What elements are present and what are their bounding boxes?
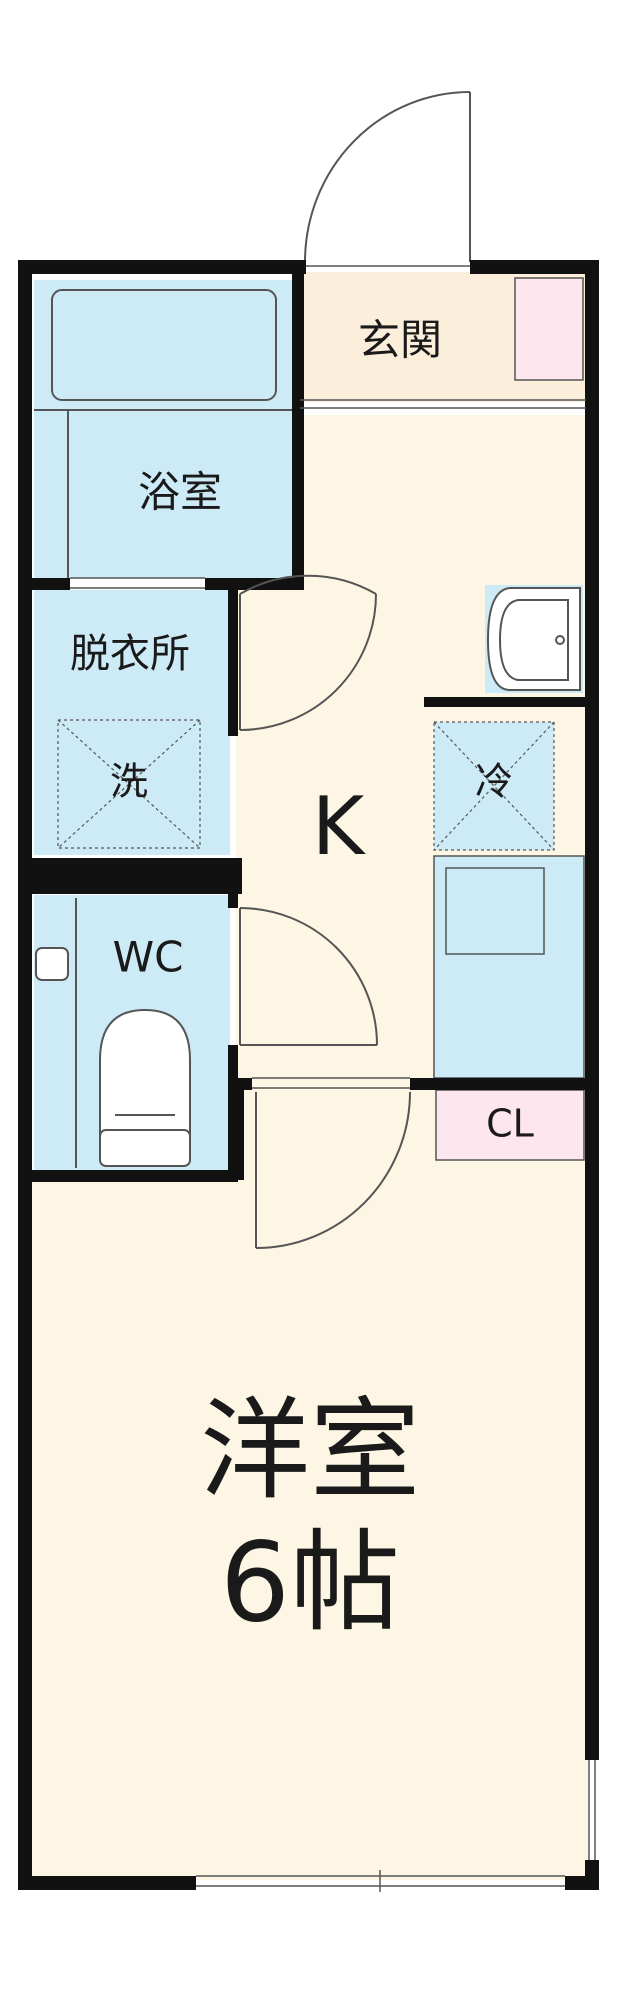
label-closet: CL xyxy=(486,1102,534,1146)
entrance-door xyxy=(304,91,471,263)
closet-floor xyxy=(435,1089,585,1161)
toilet-fixture xyxy=(35,898,191,1168)
label-kitchen: K xyxy=(312,780,367,873)
fridge-outline xyxy=(433,721,555,851)
label-western-room: 洋室 xyxy=(200,1386,420,1514)
western-room-floor xyxy=(28,1180,588,1880)
washer-space xyxy=(57,719,201,849)
label-washer: 洗 xyxy=(110,760,148,804)
label-dressing-room: 脱衣所 xyxy=(70,631,190,677)
bathtub xyxy=(34,289,292,578)
label-fridge: 冷 xyxy=(475,760,513,804)
wash-basin xyxy=(486,587,581,691)
door-swings xyxy=(239,574,411,1249)
label-western-room-size: 6帖 xyxy=(220,1518,400,1646)
shoe-cabinet xyxy=(514,277,584,381)
label-bathroom: 浴室 xyxy=(138,468,222,517)
thin-lines xyxy=(70,265,596,1892)
walls xyxy=(18,260,599,1890)
sink xyxy=(445,867,545,955)
label-entrance: 玄関 xyxy=(358,316,442,365)
room-labels: 玄関 浴室 脱衣所 洗 WC K 冷 CL 洋室 6帖 xyxy=(70,316,534,1647)
label-toilet: WC xyxy=(113,933,184,982)
dressing-room-floor xyxy=(34,590,230,855)
